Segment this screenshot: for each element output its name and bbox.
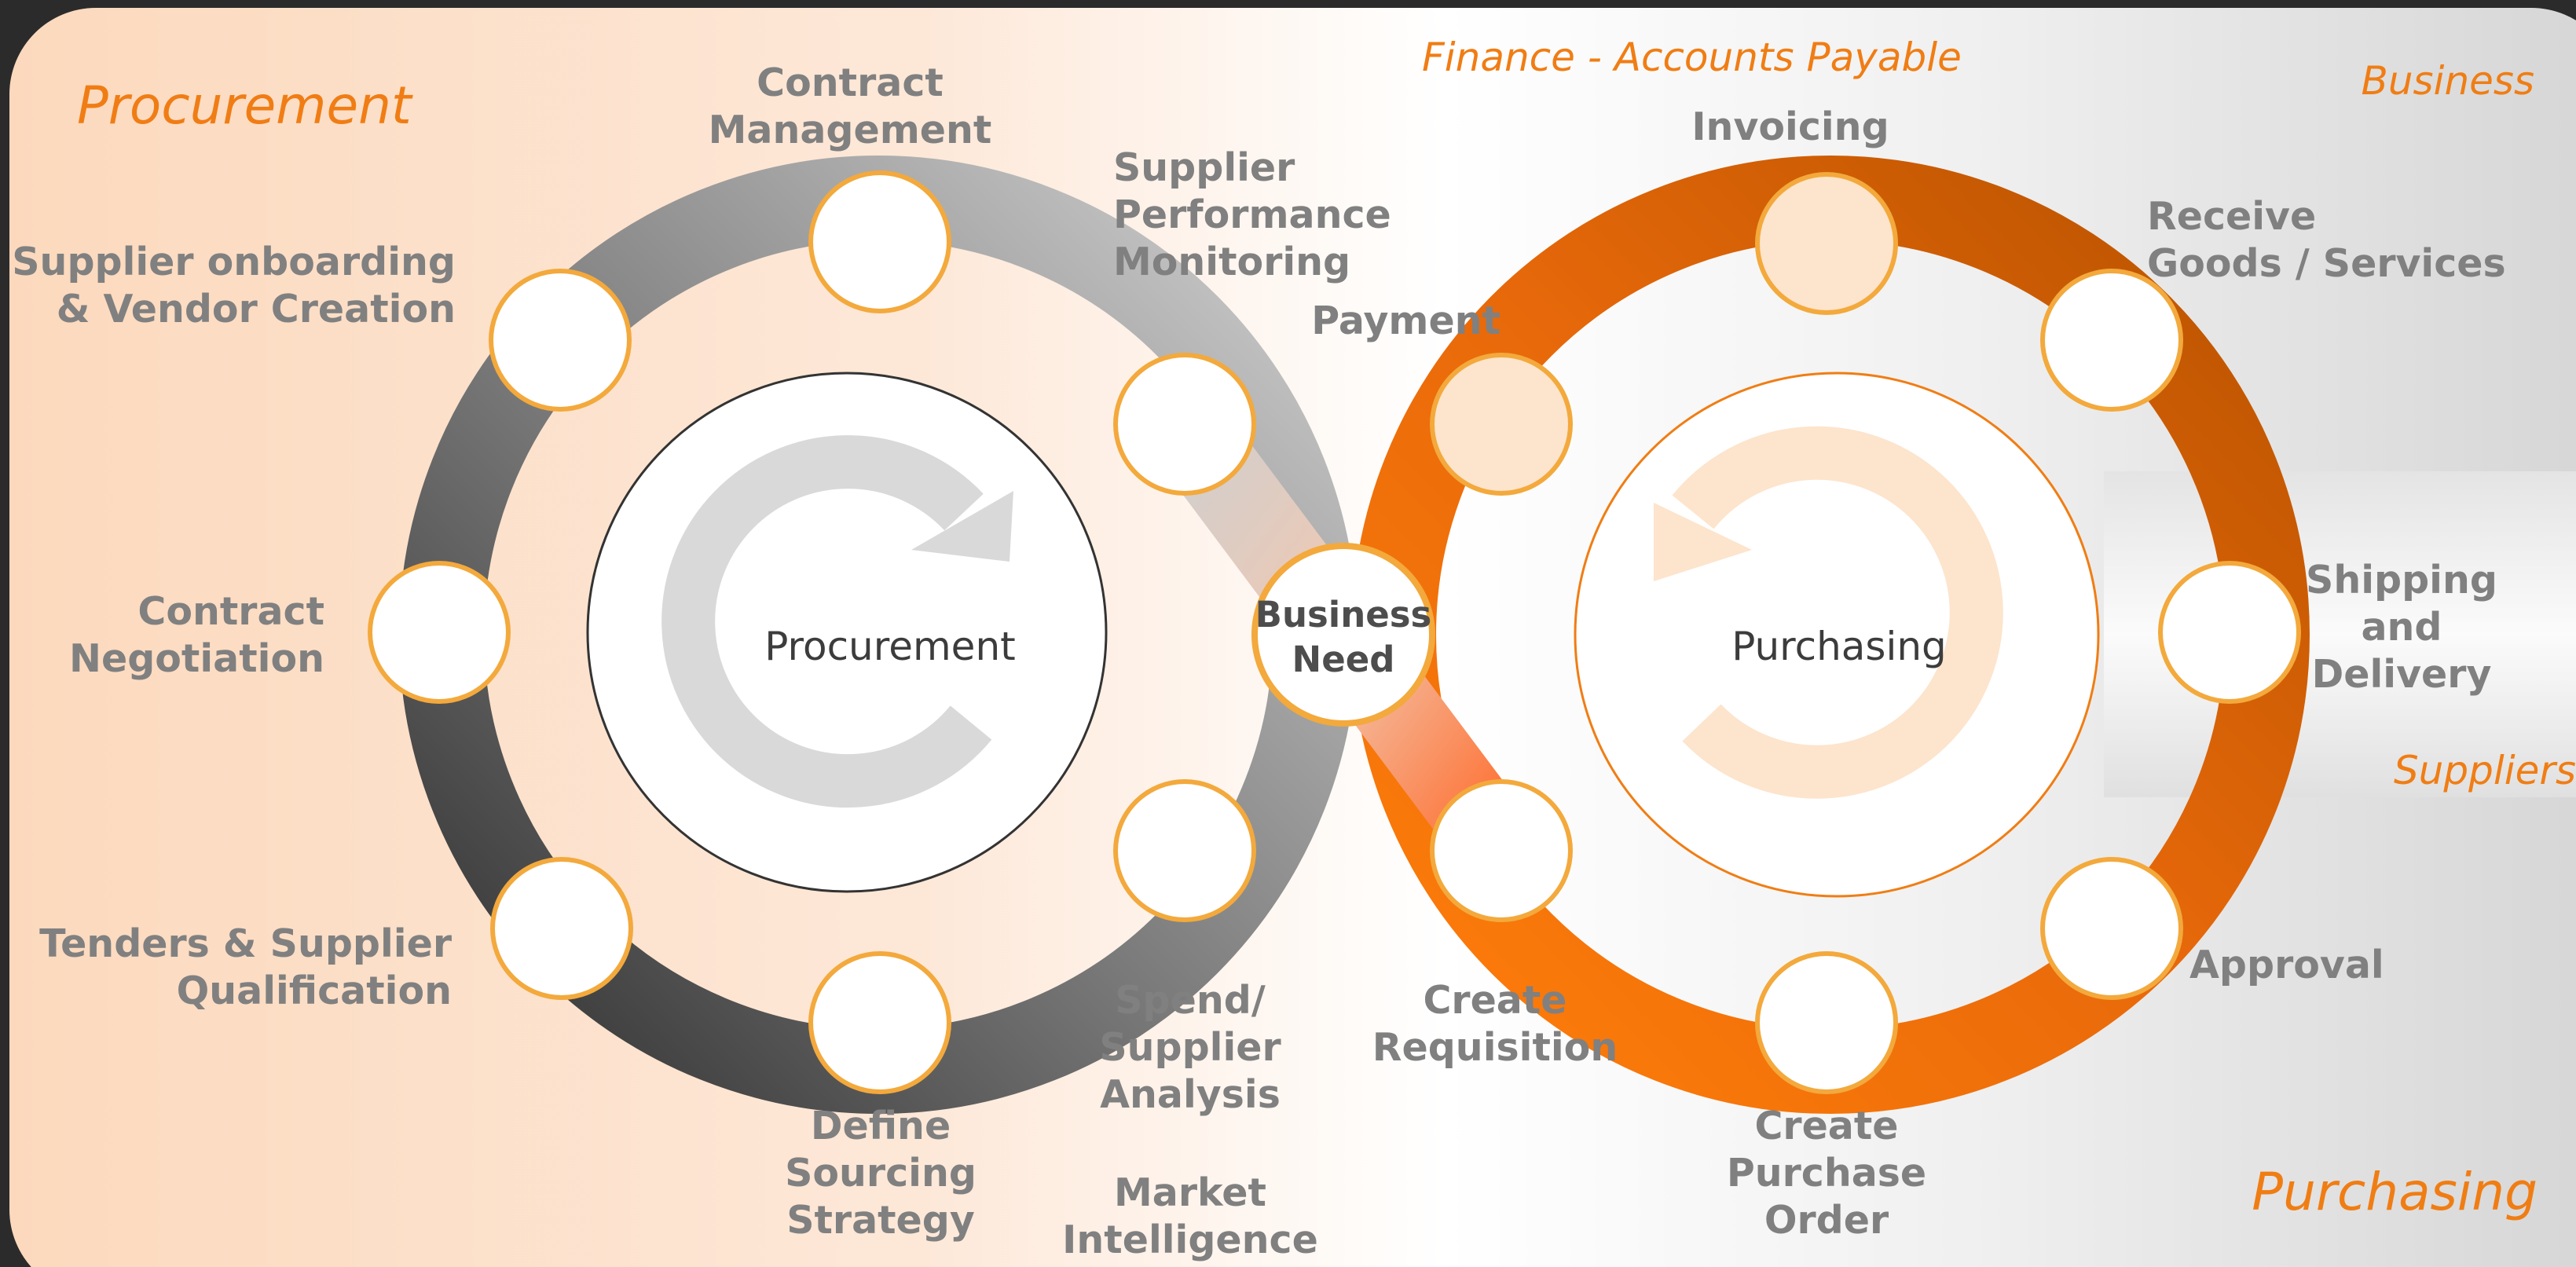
node-supplier-performance [1113,353,1256,496]
label-supplier-onboarding-2: & Vendor Creation [57,287,456,331]
hub-label-line1: Business [1255,594,1432,635]
label-create-requisition-1: Create [1423,978,1566,1023]
label-approval: Approval [2189,943,2384,987]
label-contract-negotiation-2: Negotiation [69,636,324,681]
label-tenders-2: Qualification [177,969,452,1013]
label-spend-analysis-2: Supplier [1099,1025,1281,1070]
business-corner-label: Business [2362,58,2534,104]
suppliers-corner-label: Suppliers [2394,748,2576,793]
node-create-po [1755,951,1898,1094]
purchasing-cycle-arrow-icon [1654,426,2003,799]
label-contract-management-1: Contract [757,60,944,105]
label-supplier-performance-1: Supplier [1113,145,1295,190]
node-approval [2040,857,2183,1000]
node-define-sourcing [808,951,951,1094]
procurement-center-label: Procurement [764,624,1015,669]
label-contract-negotiation-1: Contract [137,589,324,634]
label-define-sourcing-3: Strategy [786,1198,975,1243]
purchasing-corner-label: Purchasing [2252,1162,2538,1222]
label-supplier-performance-2: Performance [1113,192,1391,237]
label-supplier-onboarding-1: Supplier onboarding [12,240,456,284]
label-payment: Payment [1311,298,1501,343]
purchasing-center-label: Purchasing [1731,624,1947,669]
node-contract-management [808,170,951,313]
label-market-intelligence-1: Market [1114,1170,1266,1215]
procurement-cycle-arrow-icon [661,435,1013,808]
finance-corner-label: Finance - Accounts Payable [1422,35,1962,80]
node-shipping [2158,561,2301,704]
label-spend-analysis-1: Spend/ [1115,978,1266,1023]
label-shipping-2: and [2361,605,2442,650]
label-create-requisition-2: Requisition [1372,1025,1618,1070]
label-define-sourcing-2: Sourcing [785,1151,977,1196]
label-create-po-3: Order [1764,1198,1889,1243]
label-spend-analysis-3: Analysis [1100,1072,1281,1117]
node-spend-analysis [1113,779,1256,922]
label-create-po-2: Purchase [1727,1151,1926,1196]
label-invoicing: Invoicing [1691,104,1889,149]
label-define-sourcing-1: Define [811,1104,951,1148]
label-receive-goods-1: Receive [2147,194,2316,239]
label-market-intelligence-2: Intelligence [1062,1218,1318,1262]
node-contract-negotiation [368,561,511,704]
node-receive-goods [2040,269,2183,412]
label-shipping-3: Delivery [2312,652,2492,697]
node-payment [1430,353,1573,496]
node-supplier-onboarding [489,269,632,412]
label-tenders-1: Tenders & Supplier [39,921,453,966]
procurement-corner-label: Procurement [77,75,413,136]
label-supplier-performance-3: Monitoring [1113,240,1350,284]
label-shipping-1: Shipping [2306,558,2497,602]
label-create-po-1: Create [1754,1104,1898,1148]
node-tenders [490,857,633,1000]
hub-label-line2: Need [1292,639,1395,680]
label-receive-goods-2: Goods / Services [2147,241,2506,286]
business-need-hub [1251,543,1435,727]
label-contract-management-2: Management [709,108,992,152]
node-invoicing [1755,172,1898,315]
node-create-requisition [1430,779,1573,922]
